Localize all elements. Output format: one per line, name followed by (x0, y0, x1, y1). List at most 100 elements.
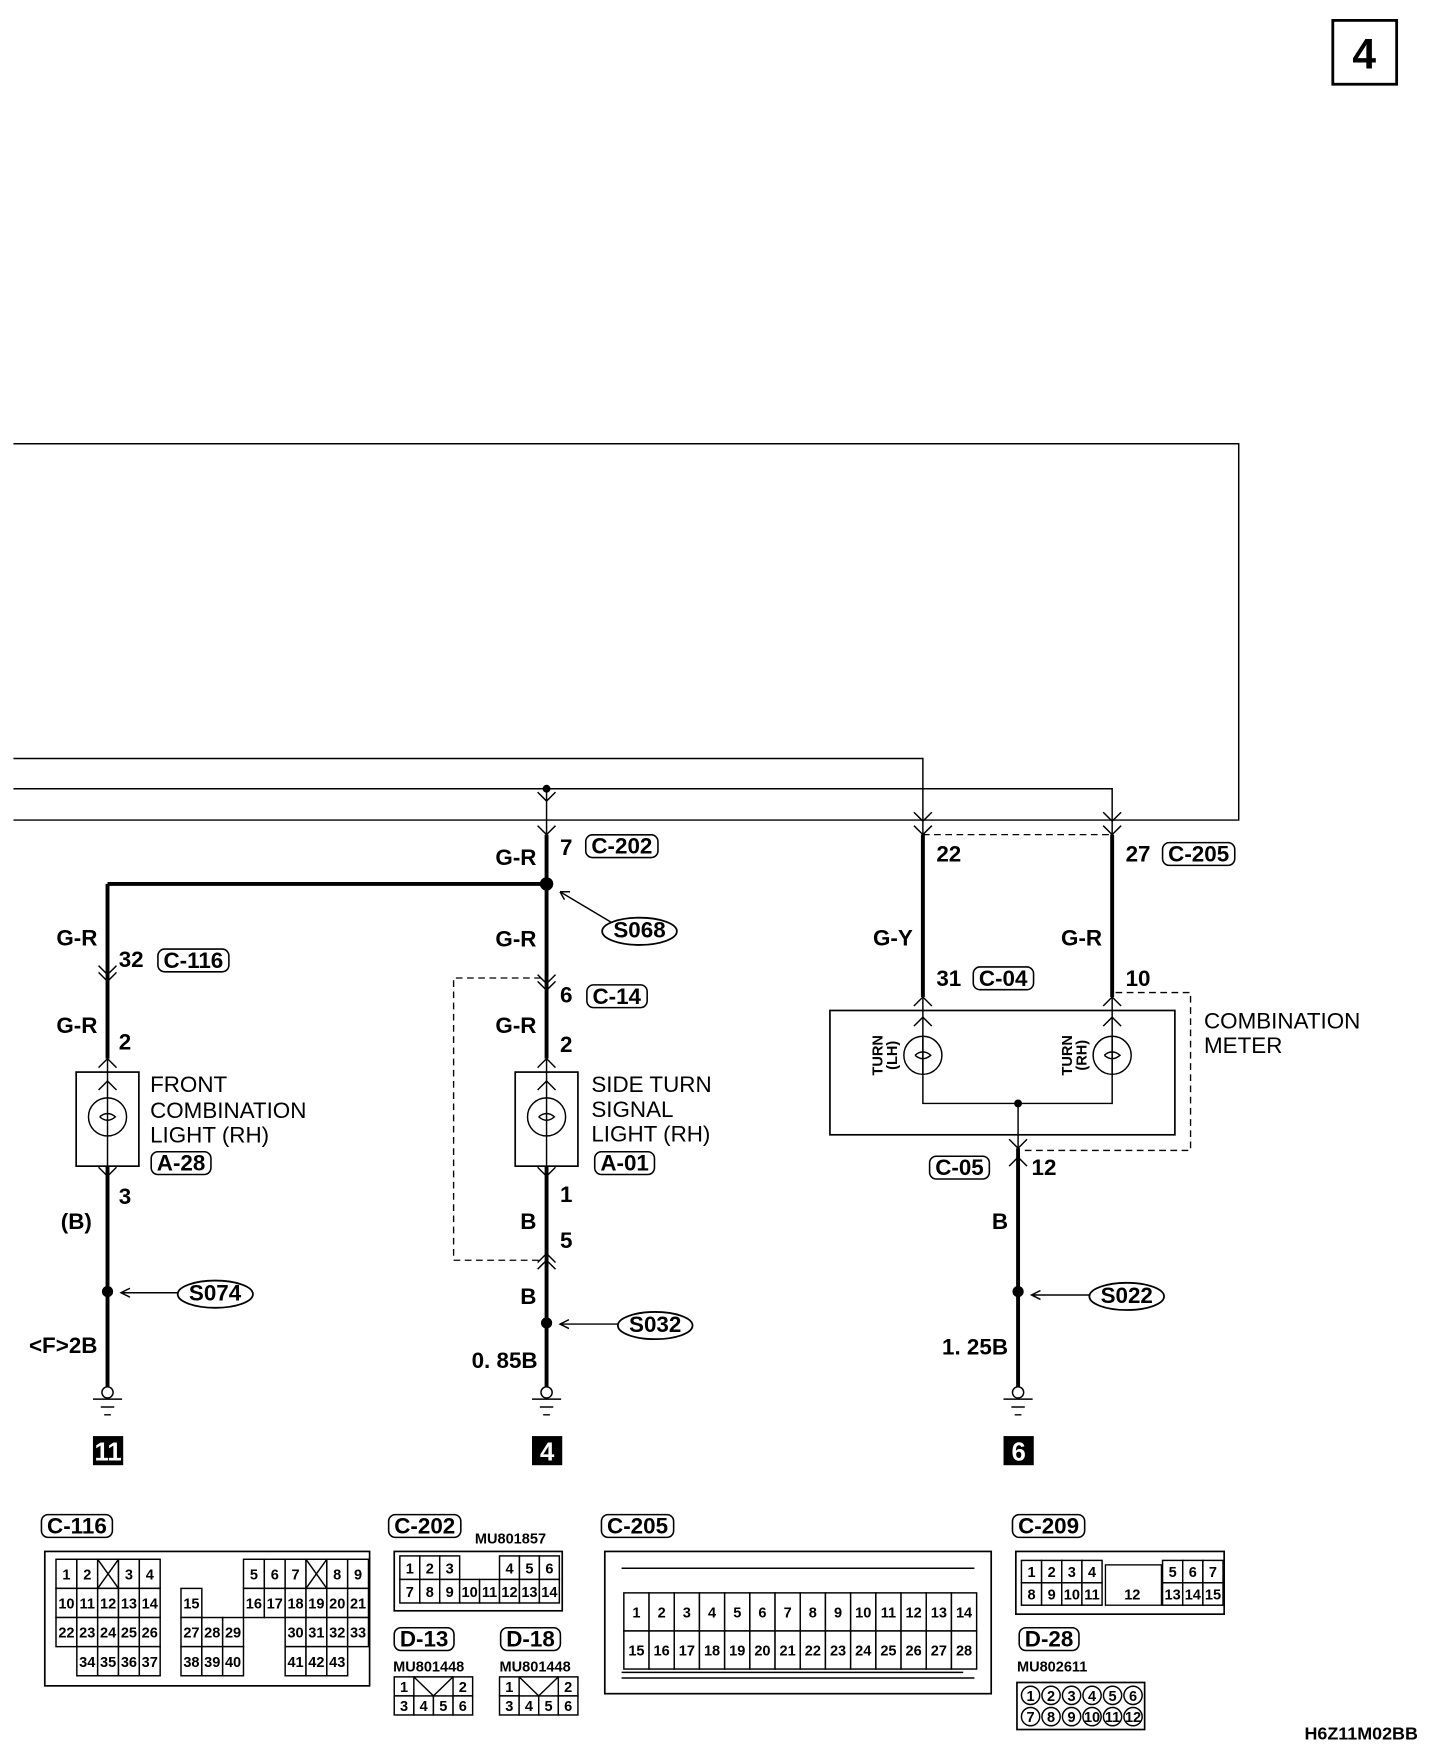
pin-cell (1123, 1706, 1143, 1727)
pin-number: 3 (119, 1184, 131, 1209)
pin-number: 1 (1027, 1565, 1035, 1581)
splice-frame (176, 1279, 254, 1309)
pin-number: 40 (225, 1655, 241, 1671)
connector-view-tag: C-205 (607, 1514, 668, 1539)
connector-tag-frame (928, 1155, 991, 1180)
pin-number: 22 (58, 1626, 74, 1642)
pin-number: 30 (287, 1626, 303, 1642)
splice-label: S068 (613, 918, 665, 943)
pin-cell (1061, 1706, 1082, 1727)
connector-view-tag: C-116 (47, 1514, 107, 1539)
wire-color: G-R (495, 845, 536, 870)
pin-cell (673, 1630, 701, 1670)
pin-cell (452, 1695, 474, 1716)
connector-terminal-chevron (537, 791, 557, 803)
pin-number: 7 (784, 1606, 792, 1622)
pin-number: 8 (1047, 1710, 1055, 1726)
pin-cell (824, 1592, 852, 1632)
pin-number: 21 (780, 1644, 796, 1660)
wire-meter-inputs (920, 834, 1115, 998)
connector-tag-frame (40, 1513, 114, 1539)
pin-number: 4 (420, 1699, 429, 1715)
wire-to-meter-lh (13, 757, 924, 835)
connector-view-tag: C-209 (1018, 1514, 1079, 1539)
connector-tag: A-28 (157, 1151, 206, 1176)
connector-terminal-chevron (1102, 1016, 1122, 1027)
pin-number: 8 (1027, 1588, 1035, 1604)
ground-point-box (1003, 1436, 1034, 1466)
pin-number: 7 (292, 1567, 300, 1583)
connector-tag-frame (393, 1626, 455, 1652)
connector-housing (393, 1550, 564, 1612)
pin-number: 29 (225, 1626, 241, 1642)
combination-meter-body (829, 1009, 1176, 1136)
pin-number: 9 (446, 1585, 454, 1601)
connector-terminal-chevron (537, 1057, 557, 1069)
pin-number: 22 (805, 1644, 821, 1660)
pin-number: 10 (1084, 1710, 1100, 1726)
pin-number: 1 (505, 1680, 513, 1696)
part-number: MU801857 (475, 1532, 546, 1548)
connector-terminal-chevron (537, 1252, 557, 1263)
ground-point-label: 11 (94, 1439, 121, 1467)
pin-number: 27 (931, 1644, 947, 1660)
connector-terminal-chevron (913, 1016, 933, 1027)
pin-cell (824, 1630, 852, 1670)
pin-number: 9 (1048, 1588, 1056, 1604)
pin-number: 20 (754, 1644, 770, 1660)
wire-color: G-R (1061, 926, 1102, 951)
pin-number: 12 (501, 1585, 517, 1601)
pin-cell (138, 1645, 161, 1677)
pin-number: 2 (426, 1561, 434, 1577)
wire-color: G-R (495, 1013, 536, 1038)
pin-number: 5 (439, 1699, 447, 1715)
pin-number: 35 (100, 1655, 116, 1671)
pin-number: 1 (400, 1680, 408, 1696)
pin-cell-wide (1104, 1564, 1163, 1606)
pin-number: 34 (79, 1655, 96, 1671)
wire-color: B (520, 1209, 536, 1234)
pin-number: 5 (1169, 1565, 1177, 1581)
pin-number: 18 (704, 1644, 720, 1660)
pin-number: 5 (733, 1606, 741, 1622)
pin-number: 3 (446, 1561, 454, 1577)
splice-label: S074 (189, 1281, 242, 1306)
pin-number: 6 (271, 1567, 279, 1583)
component-name: FRONT (150, 1072, 227, 1097)
splice-frame (616, 1311, 694, 1341)
pin-number: 15 (628, 1644, 644, 1660)
pin-number: 7 (1027, 1710, 1035, 1726)
wire-loop-top (13, 443, 1240, 821)
lamp-label: TURN (871, 1035, 887, 1075)
pin-number: 12 (100, 1597, 116, 1613)
pin-number: 19 (308, 1597, 324, 1613)
connector-view-tag: D-28 (1025, 1627, 1074, 1652)
connector-housing (603, 1550, 993, 1695)
pin-number: 1 (1027, 1689, 1035, 1705)
splice-label: S022 (1101, 1283, 1153, 1308)
pin-number: 36 (121, 1655, 137, 1671)
pin-cell (326, 1645, 349, 1677)
pin-cell (749, 1592, 776, 1632)
splice-dot-s074 (101, 1286, 114, 1298)
pin-number: 2 (83, 1567, 91, 1583)
connector-tag-frame (157, 948, 230, 973)
pin-number: 6 (1189, 1565, 1197, 1581)
meter-internal-wiring (922, 997, 1113, 1149)
wire-color: G-R (56, 1013, 97, 1038)
ground-point-box (532, 1436, 563, 1466)
connector-view-tag: D-13 (400, 1627, 449, 1652)
component-name: LIGHT (RH) (150, 1123, 269, 1148)
pin-number: 28 (956, 1644, 972, 1660)
part-number: MU801448 (500, 1659, 571, 1675)
pin-cell (723, 1592, 751, 1632)
pin-number: 27 (183, 1626, 199, 1642)
pin-number: 31 (308, 1626, 324, 1642)
ground-icon (101, 1386, 114, 1399)
pin-number: 6 (545, 1561, 553, 1577)
pin-number: 1 (632, 1606, 640, 1622)
connector-terminal-chevron (98, 1166, 117, 1178)
connector-terminal-chevron (913, 996, 933, 1007)
connector-housing (1016, 1681, 1146, 1731)
